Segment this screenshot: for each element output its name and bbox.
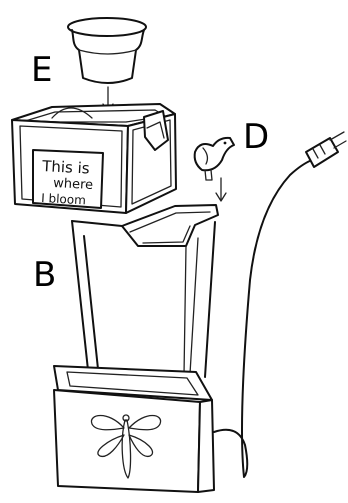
sign-text-line2: where xyxy=(53,176,94,193)
column-tower xyxy=(71,220,216,378)
base-box xyxy=(53,365,215,493)
sign-text-line3: I bloom xyxy=(41,191,86,207)
bird-insert-arrow xyxy=(215,177,227,202)
flower-pot xyxy=(67,17,147,84)
power-cord xyxy=(213,159,313,478)
bird-figurine xyxy=(193,136,235,181)
label-d: D xyxy=(243,117,269,157)
label-e: E xyxy=(31,50,52,90)
water-basin xyxy=(121,204,219,247)
planter-box xyxy=(11,103,177,214)
sign-text-line1: This is xyxy=(41,157,90,178)
plug-icon xyxy=(305,131,347,168)
dragonfly-icon xyxy=(90,414,162,479)
label-b: B xyxy=(33,255,56,295)
